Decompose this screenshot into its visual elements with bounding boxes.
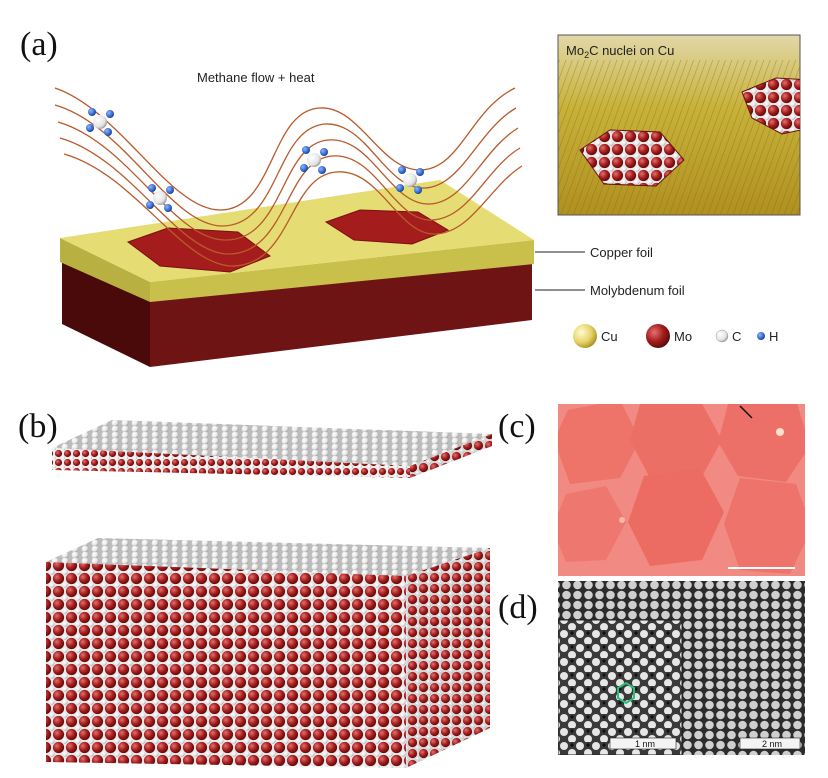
inset-title: Mo2C nuclei on Cu bbox=[566, 43, 674, 60]
atom-legend: Cu Mo C H bbox=[573, 324, 778, 348]
methane-molecule-2 bbox=[146, 184, 174, 212]
bulk-crystal-front bbox=[46, 562, 406, 768]
crystal-domain-6 bbox=[724, 478, 805, 574]
inset-nucleus-right bbox=[741, 77, 800, 135]
copper-foil-label: Copper foil bbox=[590, 245, 653, 260]
legend-cu-label: Cu bbox=[601, 329, 618, 344]
substrate-slab bbox=[60, 180, 534, 367]
crystal-domain-4 bbox=[558, 486, 626, 562]
legend-mo-label: Mo bbox=[674, 329, 692, 344]
thin-crystal-side bbox=[410, 434, 492, 478]
molybdenum-foil-label: Molybdenum foil bbox=[590, 283, 685, 298]
panel-label-c: (c) bbox=[498, 408, 536, 445]
legend-h-label: H bbox=[769, 329, 778, 344]
copper-foil-side bbox=[60, 238, 150, 302]
thin-crystal-front bbox=[52, 448, 410, 478]
inset-mo2c-nuclei: Mo2C nuclei on Cu bbox=[557, 34, 801, 216]
mo2c-hexagon-right bbox=[324, 209, 450, 245]
panel-label-a: (a) bbox=[20, 26, 58, 63]
methane-molecule-3 bbox=[300, 146, 328, 174]
bulk-crystal-side bbox=[406, 548, 490, 768]
panel-label-b: (b) bbox=[18, 408, 58, 445]
legend-c-label: C bbox=[732, 329, 741, 344]
methane-flow-label: Methane flow + heat bbox=[197, 70, 315, 85]
legend-mo-swatch bbox=[646, 324, 670, 348]
stem-main-scale-label: 2 nm bbox=[762, 739, 782, 749]
inset-nucleus-left bbox=[579, 129, 685, 187]
crystal-domain-3 bbox=[718, 404, 805, 482]
legend-cu-swatch bbox=[573, 324, 597, 348]
panel-label-d: (d) bbox=[498, 589, 538, 626]
molybdenum-foil-front-face bbox=[150, 262, 532, 367]
crystal-domain-5 bbox=[628, 468, 724, 566]
stem-inset-scale-label: 1 nm bbox=[635, 739, 655, 749]
bulk-crystal-model bbox=[46, 538, 490, 768]
legend-c-swatch bbox=[715, 329, 729, 343]
legend-h-swatch bbox=[757, 332, 765, 340]
methane-molecule-1 bbox=[86, 108, 114, 136]
optical-micrograph bbox=[558, 404, 805, 576]
crystal-domain-2 bbox=[630, 404, 722, 480]
crystal-domain-1 bbox=[558, 404, 640, 484]
methane-molecule-4 bbox=[396, 166, 424, 194]
stem-image: 1 nm 2 nm bbox=[558, 581, 805, 755]
hexagon-highlight bbox=[617, 681, 635, 705]
thin-crystal-top bbox=[52, 420, 492, 466]
copper-foil-front bbox=[150, 240, 534, 302]
bulk-crystal-top bbox=[46, 538, 490, 576]
molybdenum-foil-side bbox=[62, 260, 150, 367]
thin-crystal-model bbox=[52, 420, 492, 478]
